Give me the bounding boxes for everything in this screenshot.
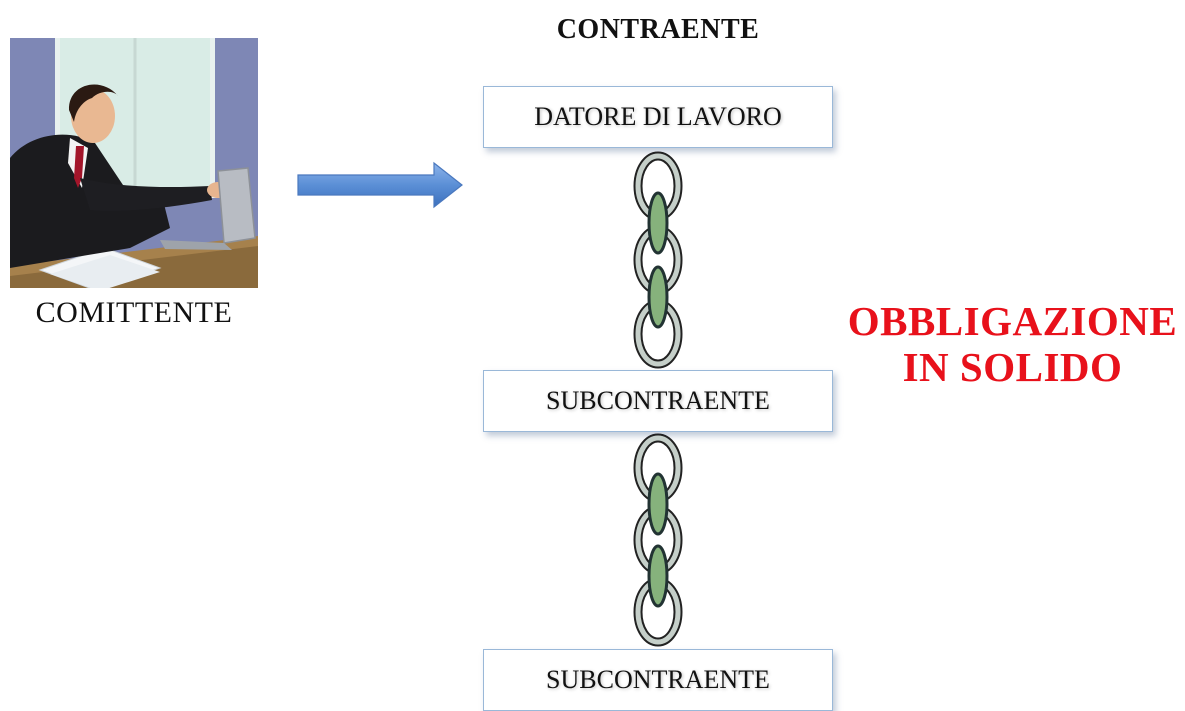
businessman-illustration <box>10 38 258 288</box>
right-arrow-icon <box>296 161 466 209</box>
subcontractor-box-2: SUBCONTRAENTE <box>483 649 833 711</box>
joint-liability-label: OBBLIGAZIONE IN SOLIDO <box>840 298 1185 390</box>
joint-liability-line-1: OBBLIGAZIONE <box>847 298 1178 344</box>
joint-liability-line-2: IN SOLIDO <box>902 344 1123 390</box>
contractor-header: CONTRAENTE <box>556 14 760 45</box>
employer-label: DATORE DI LAVORO <box>534 102 782 131</box>
client-label: COMITTENTE <box>35 296 233 329</box>
subcontractor-box-1: SUBCONTRAENTE <box>483 370 833 432</box>
chain-icon <box>630 150 686 370</box>
subcontractor-label-1: SUBCONTRAENTE <box>546 386 770 415</box>
subcontractor-label-2: SUBCONTRAENTE <box>546 665 770 694</box>
employer-box: DATORE DI LAVORO <box>483 86 833 148</box>
chain-icon <box>630 432 686 648</box>
